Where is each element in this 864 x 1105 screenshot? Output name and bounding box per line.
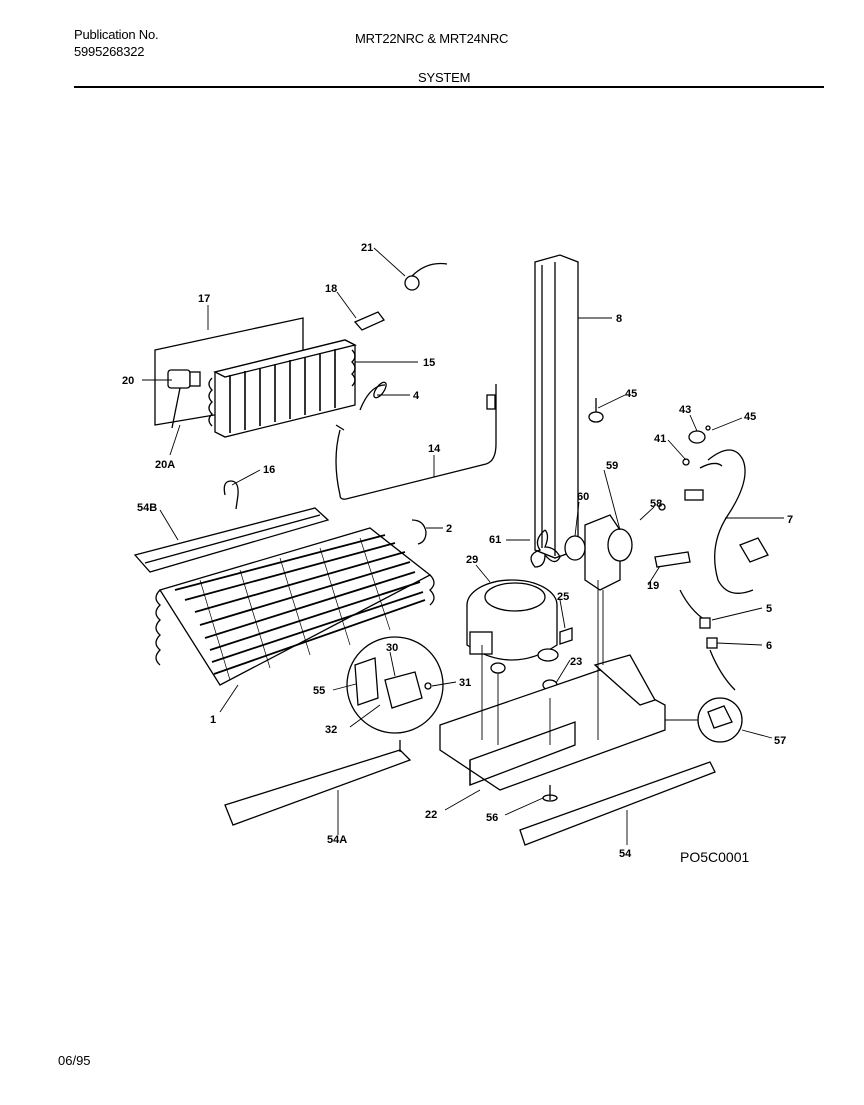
label-41: 41 [654,433,666,445]
sensor-probe [359,381,387,411]
header-rule [74,86,824,88]
label-17: 17 [198,293,210,305]
fan-motor-assembly [530,503,666,591]
compressor [466,579,559,662]
label-59: 59 [606,460,618,472]
label-5: 5 [766,603,772,615]
label-19: 19 [647,580,659,592]
publication-number: 5995268322 [74,44,145,59]
bracket-54 [519,761,716,846]
label-4: 4 [413,390,420,402]
evaporator-coil [208,339,357,438]
label-57: 57 [774,735,786,747]
label-45b: 45 [744,411,756,423]
label-61: 61 [489,534,501,546]
bracket-54a [224,740,412,826]
label-18: 18 [325,283,337,295]
label-16: 16 [263,464,275,476]
label-21: 21 [361,242,373,254]
revision-date: 06/95 [58,1053,91,1068]
relay-detail [346,636,444,734]
leader-lines-base [481,580,604,745]
section-title: SYSTEM [418,70,471,85]
label-43: 43 [679,404,691,416]
power-cord [684,449,769,594]
label-29: 29 [466,554,478,566]
label-54b: 54B [137,502,157,514]
tube-16 [223,480,239,510]
label-45a: 45 [625,388,637,400]
label-32: 32 [325,724,337,736]
label-23: 23 [570,656,582,668]
leader-lines [142,247,784,845]
label-15: 15 [423,357,435,369]
label-8: 8 [616,313,622,325]
label-25: 25 [557,591,569,603]
label-6: 6 [766,640,772,652]
label-54: 54 [619,848,632,860]
model-title: MRT22NRC & MRT24NRC [355,31,509,46]
drawing-code: PO5C0001 [680,849,750,865]
defrost-thermostat [167,369,201,429]
leveling-leg [542,785,558,802]
publication-label: Publication No. [74,27,159,42]
label-60: 60 [577,491,589,503]
label-20: 20 [122,375,134,387]
label-2: 2 [446,523,452,535]
label-1: 1 [210,714,216,726]
wires-5-6 [679,589,736,691]
suction-line [335,384,497,500]
condenser [155,527,435,686]
label-30: 30 [386,642,398,654]
channel-8 [534,254,579,559]
label-22: 22 [425,809,437,821]
label-55: 55 [313,685,325,697]
label-54a: 54A [327,834,347,846]
clip-2 [411,519,427,545]
label-14: 14 [428,443,441,455]
small-parts-41-43 [682,425,711,466]
thermistor-21 [404,262,448,291]
label-58: 58 [650,498,662,510]
screw-45 [588,398,604,423]
part-57-detail [697,697,743,743]
label-20a: 20A [155,459,175,471]
label-7: 7 [787,514,793,526]
shaft-19 [654,551,691,568]
clip-18 [353,311,386,331]
label-31: 31 [459,677,471,689]
part-labels: 21 18 17 15 20 20A 4 14 16 8 45 43 45 41… [122,242,793,860]
label-56: 56 [486,812,498,824]
base-pan [439,654,666,791]
bracket-54b [133,507,330,573]
